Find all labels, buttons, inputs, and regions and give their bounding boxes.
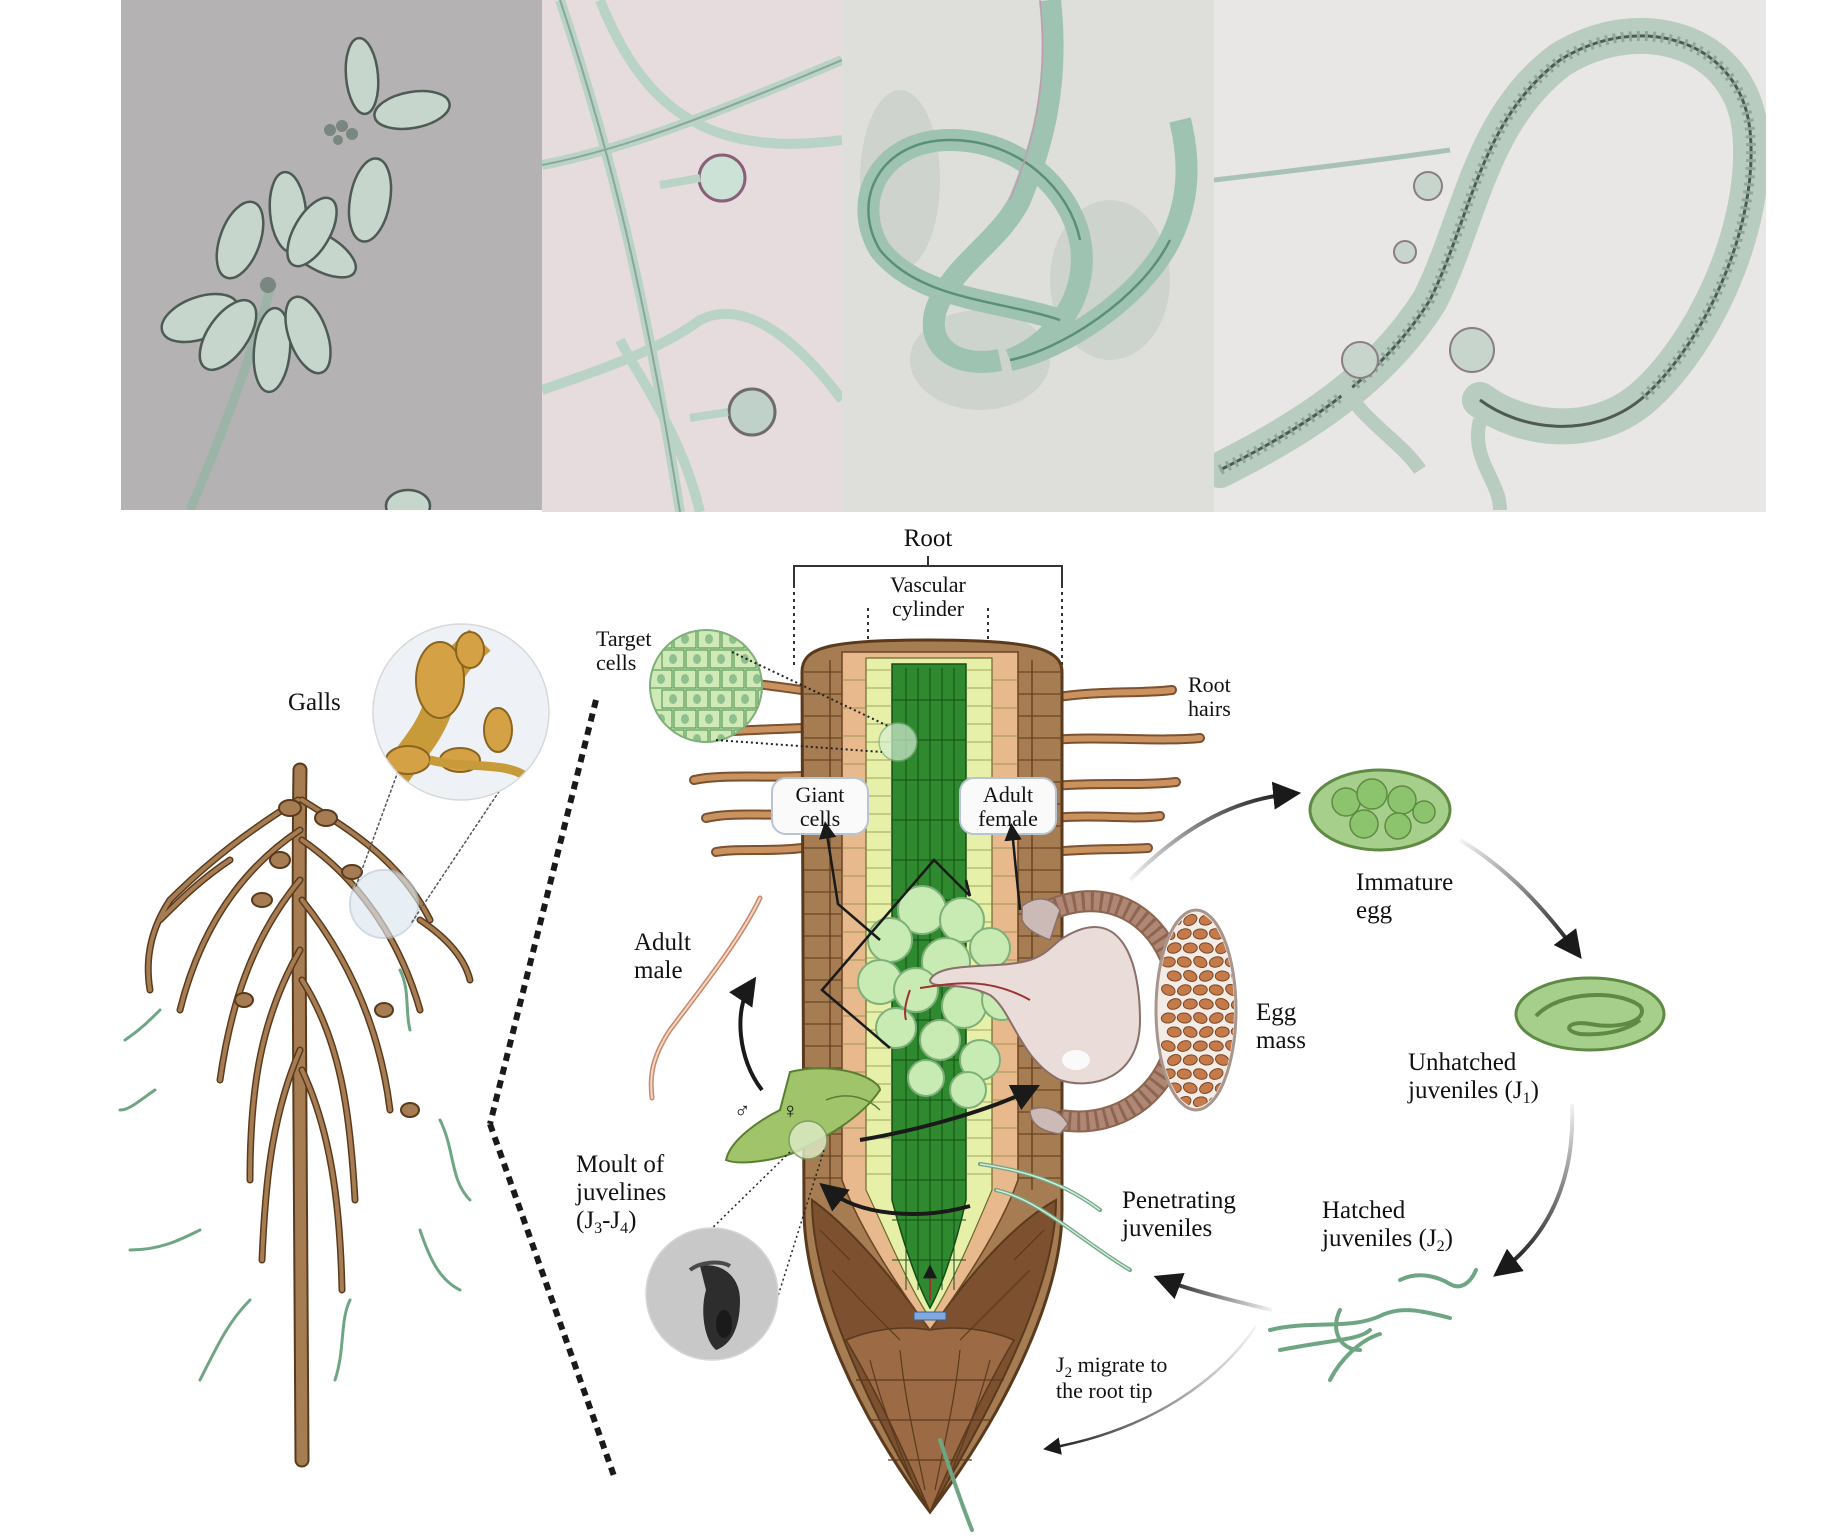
immature-egg-illustration — [1308, 768, 1452, 852]
adult-female-label-2: female — [978, 806, 1038, 831]
target-cells-label-2: cells — [596, 650, 636, 675]
moulting-juvenile — [724, 1067, 882, 1164]
migrate-label-2: the root tip — [1056, 1378, 1153, 1403]
label-pointers — [818, 821, 1022, 1049]
hatched-label-2: juveniles (J2) — [1321, 1225, 1453, 1255]
male-symbol: ♂ — [734, 1098, 751, 1123]
female-symbol: ♀ — [782, 1098, 799, 1123]
moult-photo-inset — [646, 1228, 778, 1360]
egg-mass-label-1: Egg — [1256, 999, 1297, 1026]
hatched-label-1: Hatched — [1322, 1197, 1406, 1224]
egg-mass-illustration — [1154, 908, 1238, 1112]
micrograph-conidia-panel — [121, 0, 542, 510]
gall-photo-inset — [373, 624, 549, 800]
infection-path-arrows — [729, 976, 1041, 1216]
immature-egg-label-2: egg — [1356, 897, 1393, 924]
giant-cells-label-1: Giant — [796, 782, 845, 807]
root-label: Root — [904, 525, 953, 552]
target-cells-label-1: Target — [596, 626, 651, 651]
root-hairs-label-2: hairs — [1188, 696, 1231, 721]
unhatched-label-2: juveniles (J1) — [1407, 1077, 1539, 1107]
zoom-connector-lower — [487, 1123, 617, 1477]
giant-cells-label-2: cells — [800, 806, 840, 831]
gall-inset-frame — [372, 623, 550, 801]
adult-male-label-2: male — [634, 957, 683, 984]
hatched-juveniles — [1268, 1268, 1478, 1382]
migrate-label-1: J2 migrate to — [1056, 1352, 1167, 1381]
unhatched-label-1: Unhatched — [1408, 1049, 1517, 1076]
micrograph-constricting-ring-panel — [842, 0, 1214, 512]
adult-female-label-1: Adult — [983, 782, 1033, 807]
immature-egg-label-1: Immature — [1356, 869, 1453, 896]
penetrating-label-1: Penetrating — [1122, 1187, 1236, 1214]
penetrating-label-2: juveniles — [1121, 1215, 1212, 1242]
zoom-connector-upper — [487, 699, 599, 1125]
vascular-cylinder-label-1: Vascular — [890, 572, 966, 597]
root-system-illustration — [118, 762, 501, 1468]
root-hairs-label-1: Root — [1188, 672, 1231, 697]
unhatched-egg-illustration — [1514, 976, 1666, 1052]
life-cycle-arrows — [1043, 781, 1582, 1455]
target-cells-inset — [649, 629, 918, 762]
galls-label: Galls — [288, 689, 341, 716]
micrograph-hyphae-panel — [542, 0, 842, 512]
moult-label-3: (J3-J4) — [576, 1207, 636, 1237]
vascular-cylinder-label-2: cylinder — [892, 596, 965, 621]
egg-mass-label-2: mass — [1256, 1027, 1306, 1054]
moult-label-1: Moult of — [576, 1151, 665, 1178]
micrograph-trapped-nematode-panel — [1214, 0, 1766, 512]
adult-male-label-1: Adult — [634, 929, 691, 956]
moult-label-2: juvelines — [575, 1179, 666, 1206]
